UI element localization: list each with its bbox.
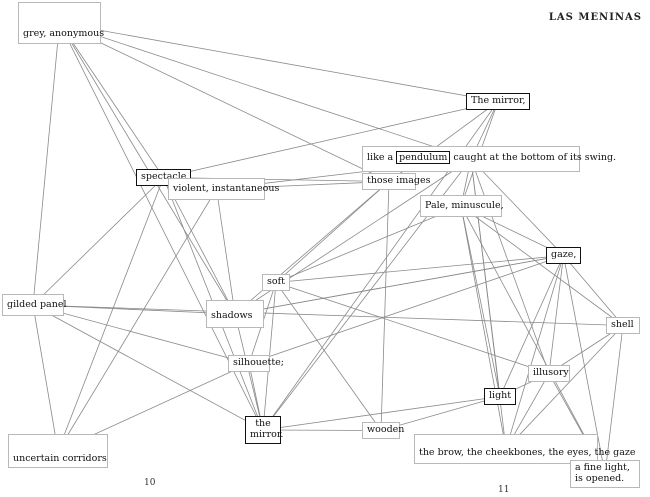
node-text: light bbox=[489, 390, 512, 401]
node-text: The mirror, bbox=[471, 95, 526, 106]
edge-shadows-the_mirror bbox=[234, 313, 264, 431]
page-header: LAS MENINAS bbox=[548, 12, 642, 23]
node-the-mirror-top: The mirror, bbox=[466, 93, 531, 110]
node-silhouette: silhouette; bbox=[228, 355, 284, 372]
node-text: Pale, minuscule, bbox=[425, 200, 504, 211]
edge-soft-wooden bbox=[275, 282, 382, 431]
edge-spectacle-shadows bbox=[163, 177, 236, 315]
edge-violent-shadows bbox=[216, 188, 236, 315]
node-text: wooden bbox=[367, 424, 405, 435]
node-text: uncertain corridors bbox=[13, 453, 107, 464]
edge-spectacle-gilded bbox=[32, 177, 164, 306]
edge-pale-soft bbox=[275, 205, 462, 283]
edge-violent-corridors bbox=[57, 188, 217, 452]
edge-grey-like bbox=[59, 22, 472, 160]
edge-gaze-shell bbox=[563, 255, 624, 326]
node-text: violent, instantaneous bbox=[173, 183, 280, 194]
node-text: a fine light, is opened. bbox=[575, 462, 630, 484]
node-shell: shell bbox=[606, 317, 640, 334]
edge-shell-brow bbox=[505, 325, 624, 450]
edge-like-illusory bbox=[470, 158, 550, 374]
node-illusory: illusory bbox=[528, 365, 570, 382]
node-wooden: wooden bbox=[362, 422, 404, 439]
node-grey-anonymous: grey, anonymous bbox=[18, 2, 105, 44]
edge-silhouette-gilded bbox=[32, 304, 250, 364]
edge-those_images-soft bbox=[275, 181, 390, 283]
edge-those_images-wooden bbox=[380, 181, 390, 431]
node-text: the brow, the cheekbones, the eyes, the … bbox=[419, 447, 636, 458]
node-brow-cheekbones: the brow, the cheekbones, the eyes, the … bbox=[414, 434, 636, 464]
edge-pale-shell bbox=[460, 205, 624, 326]
node-text: shell bbox=[611, 319, 634, 330]
edge-shadows-gaze bbox=[234, 255, 564, 315]
node-violent-instantaneous: violent, instantaneous bbox=[168, 178, 279, 200]
node-text: gilded panel bbox=[7, 299, 67, 310]
edge-those_images-shadows bbox=[234, 181, 390, 315]
edge-mirror_top-spectacle bbox=[163, 101, 499, 178]
edge-grey-gilded bbox=[32, 22, 60, 306]
node-text: shadows bbox=[211, 310, 253, 321]
node-text: spectacle bbox=[141, 171, 187, 182]
node-gilded-panel: gilded panel bbox=[2, 294, 67, 316]
edge-spectacle-corridors bbox=[57, 177, 164, 452]
node-text: soft bbox=[267, 276, 285, 287]
edge-grey-mirror_top bbox=[59, 22, 499, 102]
node-text: the mirror. bbox=[250, 418, 284, 440]
edge-light-the_mirror bbox=[262, 396, 501, 431]
edge-pale-light bbox=[460, 205, 501, 397]
edge-gilded-shell bbox=[32, 304, 624, 326]
edge-gilded-the_mirror bbox=[32, 304, 264, 431]
edge-light-wooden bbox=[380, 396, 501, 431]
edge-soft-illusory bbox=[275, 282, 550, 374]
edge-like-gaze bbox=[470, 158, 564, 256]
edge-gaze-soft bbox=[275, 255, 564, 283]
node-text: caught at the bottom of its swing. bbox=[453, 152, 617, 163]
node-text: gaze, bbox=[551, 249, 577, 260]
edge-grey-shadows bbox=[59, 22, 236, 315]
page-number-left: 10 bbox=[144, 478, 156, 488]
edge-grey-spectacle bbox=[59, 22, 164, 178]
node-gaze: gaze, bbox=[546, 247, 582, 264]
node-text: those images bbox=[367, 175, 431, 186]
node-text: grey, anonymous bbox=[23, 28, 105, 39]
node-shadows: shadows bbox=[206, 300, 264, 328]
edge-gaze-silhouette bbox=[248, 255, 564, 364]
node-text: silhouette; bbox=[233, 357, 284, 368]
edge-wooden-the_mirror bbox=[262, 429, 382, 431]
node-light: light bbox=[484, 388, 517, 405]
page-number-right: 11 bbox=[498, 485, 510, 495]
edge-shell-fine_light bbox=[604, 325, 624, 475]
edge-gaze-fine_light bbox=[563, 255, 606, 475]
node-soft: soft bbox=[262, 274, 290, 291]
node-text: illusory bbox=[533, 367, 569, 378]
edge-gaze-illusory bbox=[548, 255, 564, 374]
node-pale-minuscule: Pale, minuscule, bbox=[420, 195, 504, 217]
edge-pale-brow bbox=[460, 205, 507, 450]
edge-grey-those_images bbox=[59, 22, 390, 182]
edge-pale-fine_light bbox=[460, 205, 606, 475]
edge-gaze-brow bbox=[505, 255, 564, 450]
node-fine-light: a fine light, is opened. bbox=[570, 460, 640, 488]
node-those-images: those images bbox=[362, 173, 430, 190]
edge-gilded-corridors bbox=[32, 304, 59, 452]
node-uncertain-corridors: uncertain corridors bbox=[8, 434, 108, 468]
node-the-mirror-bottom: the mirror. bbox=[245, 416, 284, 444]
node-pendulum-line: like a pendulum caught at the bottom of … bbox=[362, 146, 616, 172]
edge-gaze-light bbox=[499, 255, 564, 397]
node-text: like a bbox=[367, 152, 394, 163]
pendulum-label: pendulum bbox=[396, 151, 451, 164]
